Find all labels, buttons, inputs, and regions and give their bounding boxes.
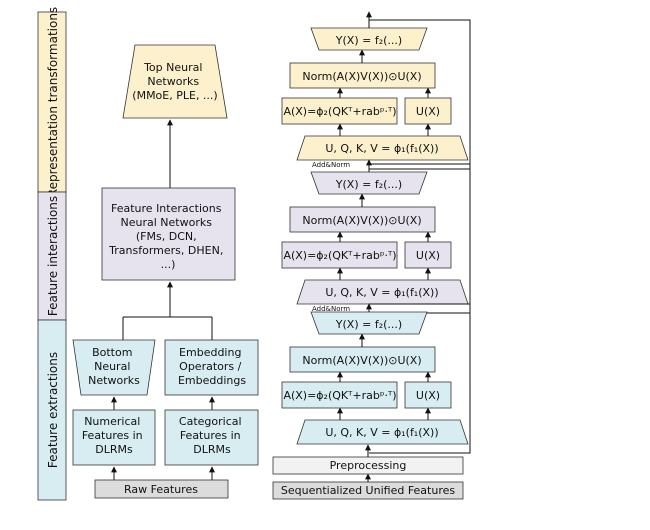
add-norm-label-mid: Add&Norm: [312, 305, 350, 313]
top-neural-networks-label: Top Neural Networks (MMoE, PLE, ...): [132, 61, 217, 102]
feature-interactions-box: [101, 187, 236, 281]
categorical-features-label: Categorical Features in DLRMs: [179, 415, 245, 456]
layer-bot-y-box: [310, 311, 428, 335]
layer-top-a-box: [281, 97, 398, 125]
layer-top-u-box: [404, 97, 452, 125]
numerical-features-box: [72, 409, 156, 466]
layer-bot-a-box: [281, 381, 398, 409]
layer-mid-y-box: [310, 171, 428, 195]
top-neural-networks-box: [122, 44, 228, 119]
layer-bot-uqkv-box: [296, 419, 469, 445]
categorical-features-box: [164, 409, 259, 466]
bottom-neural-networks-label: Bottom Neural Networks: [88, 346, 140, 387]
layer-top-residual-line: [369, 19, 471, 170]
layer-mid-u-label: U(X): [416, 249, 440, 262]
layer-top-uqkv-label: U, Q, K, V = ϕ₁(f₁(X)): [325, 142, 438, 155]
layer-mid-a-label: A(X)=ϕ₂(QKᵀ+rabᵖ·ᵀ): [283, 249, 396, 262]
layer-bot-u-label: U(X): [416, 389, 440, 402]
band-interactions: [37, 191, 67, 321]
layer-mid-norm-box: [289, 206, 436, 233]
layer-mid-uqkv-label: U, Q, K, V = ϕ₁(f₁(X)): [325, 286, 438, 299]
stage-bands: Representation transformations Feature i…: [37, 7, 67, 501]
layer-mid-a-box: [281, 241, 398, 269]
layer-mid-y-label: Y(X) = f₂(...): [335, 178, 402, 191]
layer-bot-norm-label: Norm(A(X)V(X))⊙U(X): [302, 354, 421, 367]
embedding-label: Embedding Operators / Embeddings: [178, 346, 246, 387]
layer-top-u-label: U(X): [416, 105, 440, 118]
layer-top-uqkv-box: [296, 135, 469, 161]
band-extractions-label: Feature extractions: [46, 352, 60, 468]
band-representation: [37, 11, 67, 193]
raw-features-box: [94, 479, 229, 499]
layer-top-norm-label: Norm(A(X)V(X))⊙U(X): [302, 70, 421, 83]
layer-bot-uqkv-label: U, Q, K, V = ϕ₁(f₁(X)): [325, 426, 438, 439]
hstu-stack: Sequentialized Unified Features Preproce…: [272, 444, 464, 500]
layer-bot-residual-line: [369, 303, 471, 454]
feature-interactions-label: Feature Interactions Neural Networks (FM…: [108, 202, 227, 271]
layer-top-y-label: Y(X) = f₂(...): [335, 34, 402, 47]
dlrm-diagram: Top Neural Networks (MMoE, PLE, ...) Fea…: [72, 44, 259, 499]
add-norm-label-top: Add&Norm: [312, 161, 350, 169]
layer-bot-y-label: Y(X) = f₂(...): [335, 318, 402, 331]
band-extractions: [37, 319, 67, 501]
layer-bot-u-box: [404, 381, 452, 409]
raw-features-label: Raw Features: [124, 483, 198, 496]
hstu-layers: U, Q, K, V = ϕ₁(f₁(X)) A(X)=ϕ₂(QKᵀ+rabᵖ·ᵀ…: [281, 11, 471, 454]
layer-mid-norm-label: Norm(A(X)V(X))⊙U(X): [302, 214, 421, 227]
embedding-box: [164, 339, 259, 396]
layer-top-a-label: A(X)=ϕ₂(QKᵀ+rabᵖ·ᵀ): [283, 105, 396, 118]
bottom-neural-networks-box: [72, 339, 156, 396]
sequentialized-features-label: Sequentialized Unified Features: [281, 484, 456, 497]
band-interactions-label: Feature interactions: [46, 196, 60, 316]
preprocessing-label: Preprocessing: [330, 459, 407, 472]
layer-top-y-box: [310, 27, 428, 51]
numerical-features-label: Numerical Features in DLRMs: [82, 415, 146, 456]
layer-bot-norm-box: [289, 346, 436, 373]
layer-bot-a-label: A(X)=ϕ₂(QKᵀ+rabᵖ·ᵀ): [283, 389, 396, 402]
band-representation-label: Representation transformations: [46, 7, 60, 197]
